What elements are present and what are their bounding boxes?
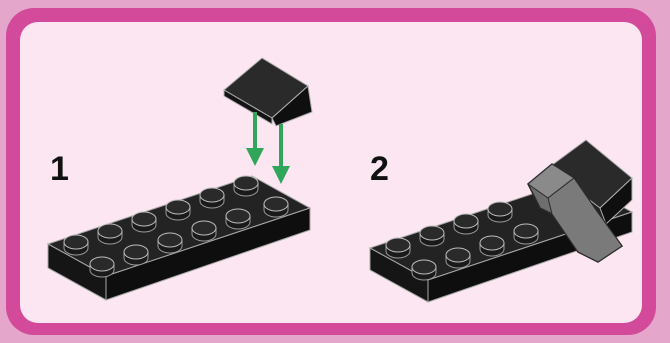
step-1-plate [46,175,312,301]
step-2-slope-highlight [527,163,624,263]
step-1-number: 1 [50,150,69,188]
step-1-arrows [246,112,290,184]
step-2-number: 2 [370,150,389,188]
step-1-slope-brick [223,57,313,127]
